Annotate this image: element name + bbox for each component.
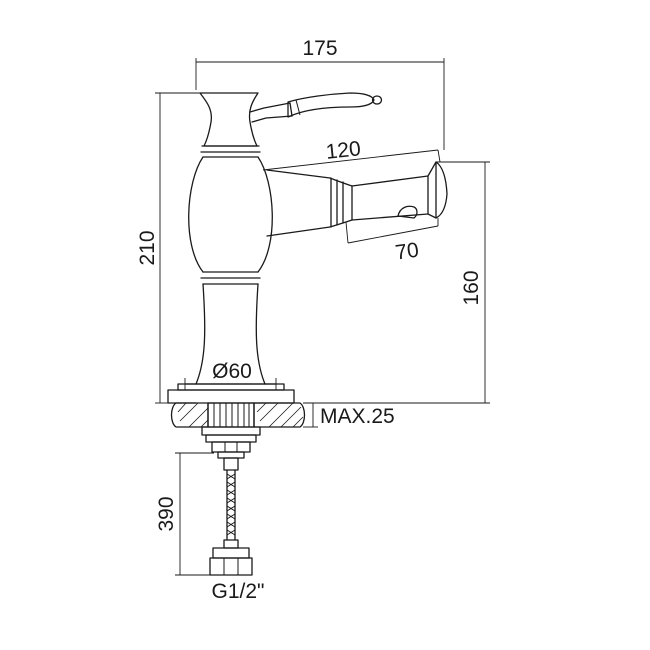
supply-hose bbox=[209, 457, 253, 576]
mounting-deck bbox=[170, 402, 306, 428]
dim-spout-length: 120 bbox=[325, 137, 362, 164]
faucet-body bbox=[167, 92, 295, 404]
dim-overall-height: 210 bbox=[136, 230, 159, 265]
spout bbox=[266, 161, 448, 237]
mounting-shank bbox=[201, 402, 261, 459]
dim-connection-thread: G1/2" bbox=[212, 580, 265, 603]
lever-handle bbox=[249, 92, 383, 123]
dim-base-diameter: Ø60 bbox=[212, 360, 252, 383]
dim-max-deck-thickness: MAX.25 bbox=[320, 405, 395, 428]
dim-overall-width: 175 bbox=[302, 37, 337, 60]
dim-spout-height: 160 bbox=[460, 270, 483, 305]
dim-spout-reach: 70 bbox=[394, 239, 420, 265]
dim-hose-length: 390 bbox=[155, 496, 178, 531]
dimension-lines bbox=[155, 58, 490, 576]
